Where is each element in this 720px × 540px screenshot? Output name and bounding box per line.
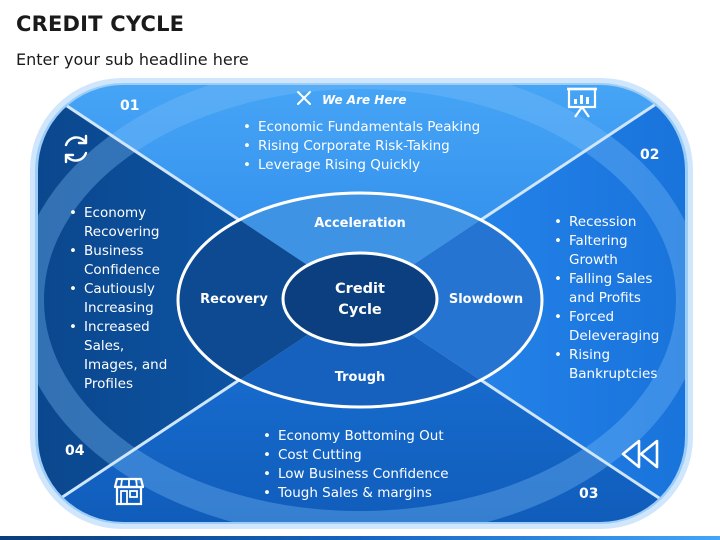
rewind-icon	[619, 437, 661, 475]
phase-segment-right	[360, 193, 542, 407]
list-item: Increased Sales, Images, and Profiles	[69, 318, 179, 394]
list-item: Business Confidence	[69, 242, 179, 280]
close-icon	[296, 90, 312, 109]
list-item: Economy Recovering	[69, 204, 179, 242]
list-item: Economy Bottoming Out	[263, 427, 449, 446]
page-title: CREDIT CYCLE	[16, 12, 185, 36]
phase-label-recovery: Recovery	[200, 292, 268, 307]
phase-label-trough: Trough	[334, 370, 386, 385]
quadrant-number-02: 02	[640, 147, 660, 163]
list-item: Falling Sales and Profits	[554, 270, 666, 308]
quadrant-bottom-text: Economy Bottoming Out Cost Cutting Low B…	[263, 427, 449, 503]
quadrant-right-text: Recession Faltering Growth Falling Sales…	[554, 213, 666, 384]
quadrant-number-04: 04	[65, 443, 85, 459]
bottom-accent-bar	[0, 536, 720, 540]
quadrant-number-03: 03	[579, 486, 599, 502]
presentation-chart-icon	[565, 85, 599, 123]
quadrant-right	[360, 85, 685, 522]
list-item: Economic Fundamentals Peaking	[243, 118, 480, 137]
phase-segment-bottom	[178, 300, 542, 407]
list-item: Rising Bankruptcies	[554, 346, 666, 384]
quadrant-left-text: Economy Recovering Business Confidence C…	[69, 204, 179, 394]
quadrant-number-01: 01	[120, 98, 140, 114]
list-item: Forced Deleveraging	[554, 308, 666, 346]
list-item: Faltering Growth	[554, 232, 666, 270]
list-item: Tough Sales & margins	[263, 484, 449, 503]
list-item: Rising Corporate Risk-Taking	[243, 137, 480, 156]
phase-segment-top	[178, 193, 542, 300]
list-item: Recession	[554, 213, 666, 232]
store-icon	[112, 476, 146, 512]
quadrant-bottom	[38, 300, 685, 522]
quadrant-top	[38, 85, 685, 300]
phase-label-slowdown: Slowdown	[448, 292, 524, 307]
page-subtitle: Enter your sub headline here	[16, 50, 249, 69]
list-item: Leverage Rising Quickly	[243, 156, 480, 175]
phase-segment-left	[178, 193, 360, 407]
quadrant-top-text: Economic Fundamentals Peaking Rising Cor…	[243, 118, 480, 175]
phase-label-acceleration: Acceleration	[314, 216, 406, 231]
center-label-line-1: Credit	[335, 281, 385, 297]
we-are-here-label: We Are Here	[322, 92, 407, 107]
list-item: Low Business Confidence	[263, 465, 449, 484]
refresh-icon	[58, 131, 94, 171]
we-are-here-marker: We Are Here	[296, 90, 407, 109]
list-item: Cautiously Increasing	[69, 280, 179, 318]
center-label-line-2: Cycle	[338, 302, 382, 318]
center-label: Credit Cycle	[300, 279, 420, 321]
list-item: Cost Cutting	[263, 446, 449, 465]
center-oval	[281, 251, 439, 347]
